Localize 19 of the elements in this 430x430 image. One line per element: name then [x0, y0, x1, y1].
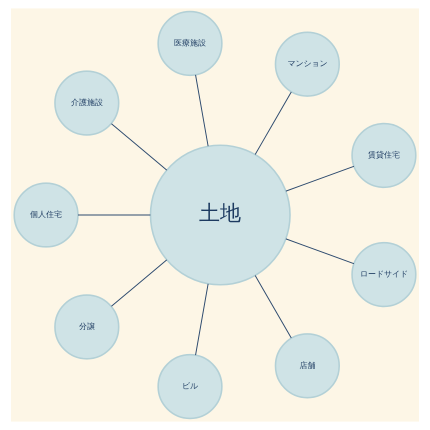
node-circle: 個人住宅: [13, 182, 79, 248]
node-circle: 土地: [150, 144, 291, 286]
node-circle: ビル: [157, 354, 223, 420]
connector: [285, 238, 354, 264]
node-circle: マンション: [274, 32, 340, 97]
connector: [195, 74, 209, 147]
node-circle: ロードサイド: [351, 242, 417, 308]
connector: [285, 166, 354, 192]
connector: [110, 259, 168, 307]
connector: [254, 92, 292, 155]
node-circle: 医療施設: [157, 10, 223, 76]
connector: [110, 123, 168, 171]
connector: [78, 214, 151, 216]
node-circle: 介護施設: [54, 70, 120, 136]
node-circle: 分譲: [54, 294, 120, 360]
node-circle: 賃貸住宅: [351, 122, 417, 188]
connector: [254, 275, 292, 338]
node-circle: 店舗: [274, 333, 340, 398]
connector: [195, 283, 209, 356]
